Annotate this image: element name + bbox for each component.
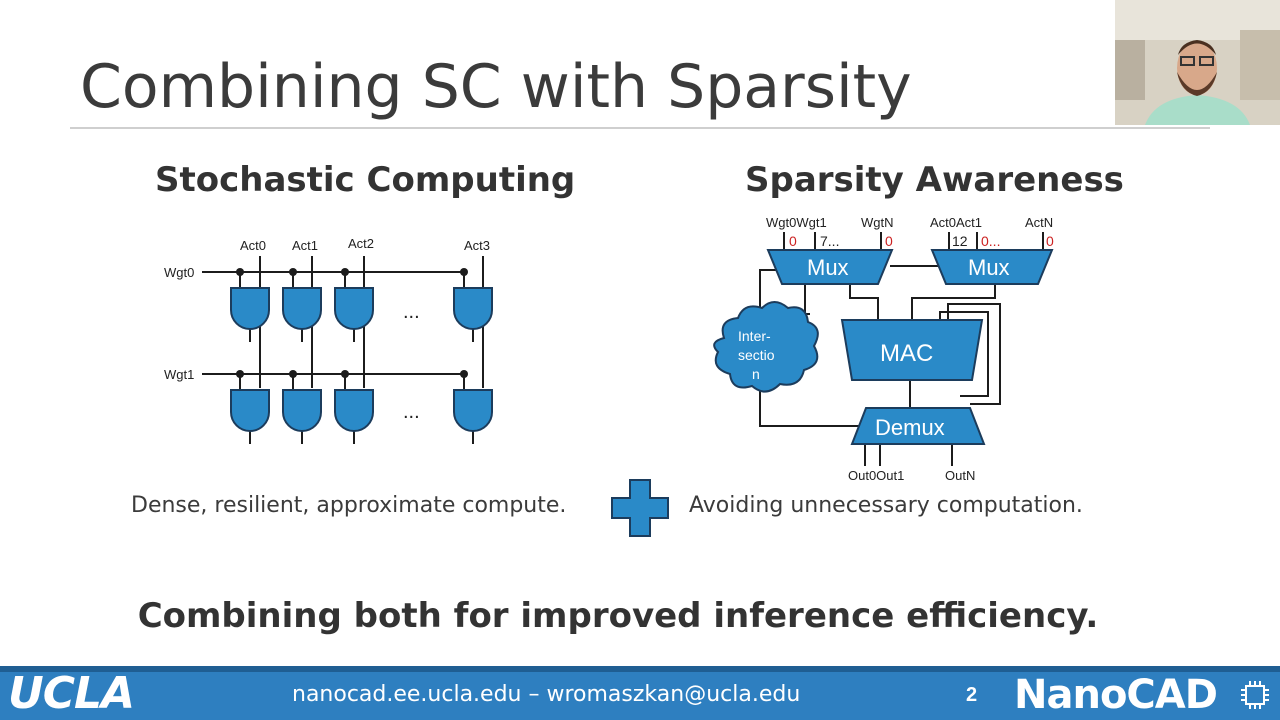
and-gate-icon bbox=[282, 389, 322, 432]
and-gate-icon bbox=[230, 287, 270, 330]
actn-label: ActN bbox=[1025, 215, 1053, 230]
and-gate-icon bbox=[230, 389, 270, 432]
chip-icon bbox=[1241, 681, 1269, 709]
and-gate-icon bbox=[282, 287, 322, 330]
slide-title: Combining SC with Sparsity bbox=[80, 52, 912, 122]
act-input-labels: Act0Act1 bbox=[930, 215, 982, 230]
title-divider bbox=[70, 127, 1210, 129]
ellipsis-row-1: ... bbox=[403, 401, 420, 423]
act-label-2: Act2 bbox=[348, 236, 374, 251]
sc-array-diagram: Act0 Act1 Act2 Act3 Wgt0 Wgt1 bbox=[164, 236, 493, 444]
act-value-n: 0 bbox=[1046, 233, 1054, 249]
wgt-label-0: Wgt0 bbox=[164, 265, 194, 280]
cloud-icon bbox=[713, 301, 819, 393]
stochastic-computing-heading: Stochastic Computing bbox=[155, 160, 576, 200]
intersection-line-0: Inter- bbox=[738, 328, 771, 344]
wgt-value-0: 0 bbox=[789, 233, 797, 249]
demux-label: Demux bbox=[875, 415, 945, 440]
page-number: 2 bbox=[966, 684, 978, 706]
mac-unit bbox=[840, 319, 984, 381]
mux-right-label: Mux bbox=[968, 255, 1010, 280]
act-label-0: Act0 bbox=[240, 238, 266, 253]
and-gate-icon bbox=[334, 287, 374, 330]
presenter-webcam bbox=[1115, 0, 1280, 125]
sparsity-awareness-heading: Sparsity Awareness bbox=[745, 160, 1124, 200]
out-labels: Out0Out1 bbox=[848, 468, 904, 483]
wgt-value-n: 0 bbox=[885, 233, 893, 249]
and-gate-icon bbox=[453, 287, 493, 330]
mux-left bbox=[766, 249, 894, 285]
wgtn-label: WgtN bbox=[861, 215, 894, 230]
footer-accent-band bbox=[0, 666, 1280, 672]
and-gate-icon bbox=[453, 389, 493, 432]
wgt-value-1: 7... bbox=[820, 233, 839, 249]
act-value-0: 12 bbox=[952, 233, 968, 249]
mac-label: MAC bbox=[880, 340, 933, 367]
ucla-logo: UCLA bbox=[8, 668, 135, 719]
mux-right bbox=[930, 249, 1054, 285]
sc-caption: Dense, resilient, approximate compute. bbox=[131, 493, 567, 518]
sparsity-diagram: Wgt0Wgt1 WgtN Act0Act1 ActN 0 7... 0 12 … bbox=[713, 215, 1054, 483]
wgt-input-labels: Wgt0Wgt1 bbox=[766, 215, 827, 230]
nanocad-logo: NanoCAD bbox=[1014, 672, 1218, 718]
footer-bar bbox=[0, 666, 1280, 720]
act-label-3: Act3 bbox=[464, 238, 490, 253]
intersection-line-1: sectio bbox=[738, 347, 775, 363]
sparsity-caption: Avoiding unnecessary computation. bbox=[689, 493, 1083, 518]
ellipsis-row-0: ... bbox=[403, 301, 420, 323]
intersection-line-2: n bbox=[752, 366, 760, 382]
and-gate-icon bbox=[334, 389, 374, 432]
conclusion-text: Combining both for improved inference ef… bbox=[137, 596, 1099, 636]
wgt-label-1: Wgt1 bbox=[164, 367, 194, 382]
mux-left-label: Mux bbox=[807, 255, 849, 280]
plus-icon bbox=[611, 479, 669, 537]
outn-label: OutN bbox=[945, 468, 975, 483]
act-label-1: Act1 bbox=[292, 238, 318, 253]
demux-unit bbox=[850, 407, 986, 445]
footer-contact: nanocad.ee.ucla.edu – wromaszkan@ucla.ed… bbox=[292, 682, 801, 707]
act-value-1: 0... bbox=[981, 233, 1000, 249]
